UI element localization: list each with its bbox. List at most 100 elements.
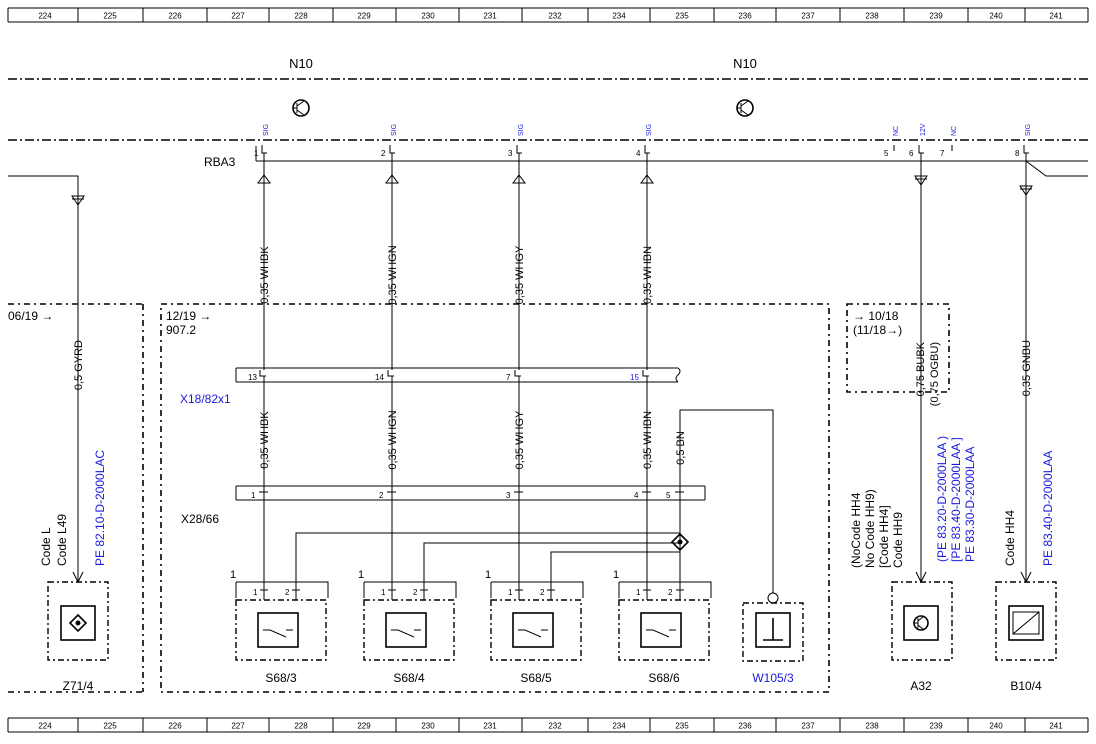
switch-group-label: 1 (485, 569, 491, 581)
grid-col-label: 227 (231, 12, 245, 21)
grid-col-label: 239 (929, 722, 943, 731)
grid-col-label: 231 (483, 12, 497, 21)
switch-s68-5: 1 1 2 S68/5 (485, 569, 584, 685)
pin-tag: NC (951, 126, 958, 136)
pin-number: 5 (884, 149, 889, 158)
n10-label-right: N10 (733, 56, 757, 71)
right-region: → 10/18 (11/18→) 0,75 BUBK (0,75 OGBU) (… (846, 160, 1088, 693)
grid-col-label: 235 (675, 12, 689, 21)
grid-col-label: 226 (168, 722, 182, 731)
switch-group-label: 1 (358, 569, 364, 581)
grid-col-label: 240 (989, 722, 1003, 731)
grid-col-label: 241 (1049, 12, 1063, 21)
pin-number: 1 (253, 588, 258, 597)
transistor-icon (913, 615, 929, 631)
transistor-icon (736, 99, 754, 117)
switch-s68-3: 1 1 2 S68/3 (230, 569, 329, 685)
pin-tag: 12V (920, 123, 927, 136)
pe-link[interactable]: [PE 83.40-D-2000LAA ] (949, 437, 963, 562)
grid-col-label: 237 (801, 722, 815, 731)
pe-link[interactable]: PE 83.40-D-2000LAA (1041, 451, 1055, 566)
pin-number: 4 (636, 149, 641, 158)
grid-col-label: 240 (989, 12, 1003, 21)
pin-number: 2 (540, 588, 545, 597)
pin-number: 15 (630, 373, 639, 382)
pin-number: 1 (636, 588, 641, 597)
switch-group-label: 1 (613, 569, 619, 581)
component-b10-4: B10/4 (1010, 679, 1042, 693)
grid-col-label: 229 (357, 722, 371, 731)
box-right-label1: → 10/18 (853, 309, 899, 323)
left-region: 06/19 → 0,5 GYRD Code L Code L49 PE 82.1… (8, 175, 144, 693)
pin-number: 1 (508, 588, 513, 597)
wire-label: 0,35 WHBN (642, 411, 654, 469)
grid-col-label: 232 (548, 12, 562, 21)
middle-region: 12/19 → 907.2 13 14 7 15 X18/82x1 0,35 W… (160, 303, 830, 693)
grid-col-label: 237 (801, 12, 815, 21)
wire-label: 0,35 GNBU (1021, 340, 1033, 396)
pin-number: 2 (668, 588, 673, 597)
sensor-icon (1012, 611, 1040, 635)
grid-col-label: 228 (294, 12, 308, 21)
rba3-connector: RBA3 (204, 146, 1088, 169)
grid-col-label: 234 (612, 722, 626, 731)
grid-col-label: 234 (612, 12, 626, 21)
component-z71-4: Z71/4 (63, 679, 94, 693)
grid-ruler-top: 224 225 226 227 228 229 230 231 232 234 … (7, 7, 1089, 23)
grid-col-label: 236 (738, 12, 752, 21)
box-mid-label1: 12/19 → (166, 309, 211, 323)
code-label: Code HH9 (891, 512, 905, 568)
pin-number: 2 (381, 149, 386, 158)
code-label: (NoCode HH4 (849, 492, 863, 568)
pin-tag: SIG (391, 124, 398, 136)
grid-col-label: 239 (929, 12, 943, 21)
box-right-label2: (11/18→) (853, 323, 902, 337)
grid-col-label: 231 (483, 722, 497, 731)
component-label: S68/6 (648, 671, 680, 685)
pin-number: 2 (285, 588, 290, 597)
component-a32: A32 (910, 679, 932, 693)
pe-link[interactable]: PE 83.30-D-2000LAA (963, 447, 977, 562)
grid-col-label: 229 (357, 12, 371, 21)
wire-label: 0,5 GYRD (73, 340, 85, 390)
splice-icon (670, 532, 690, 552)
pin-number: 6 (909, 149, 914, 158)
diamond-icon (68, 613, 88, 633)
grid-col-label: 241 (1049, 722, 1063, 731)
pe-link[interactable]: (PE 83.20-D-2000LAA ) (935, 436, 949, 562)
grid-col-label: 238 (865, 722, 879, 731)
switch-group-label: 1 (230, 569, 236, 581)
pin-number: 3 (506, 491, 511, 500)
pin-tag: NC (893, 126, 900, 136)
x28-connector: 1 2 3 4 5 X28/66 (181, 485, 706, 526)
wire-label: 0,35 WHGN (387, 245, 399, 304)
component-w105-3[interactable]: W105/3 (752, 671, 794, 685)
pin-tags: SIG SIG SIG SIG NC 12V NC SIG (263, 123, 1032, 136)
n10-label-left: N10 (289, 56, 313, 71)
pin-tag: SIG (646, 124, 653, 136)
code-label: Code HH4 (1003, 510, 1017, 566)
pin-number: 5 (666, 491, 671, 500)
signal-wires-upper: 0,35 WHBK 0,35 WHGN 0,35 WHGY 0,35 WHBN (257, 161, 654, 370)
ground-w105-3: W105/3 (742, 592, 804, 685)
wire-label: 0,35 WHGY (514, 245, 526, 304)
pin-number: 2 (379, 491, 384, 500)
rba3-label: RBA3 (204, 155, 236, 169)
box-mid-label2: 907.2 (166, 323, 196, 337)
grid-col-label: 230 (421, 12, 435, 21)
grid-col-label: 238 (865, 12, 879, 21)
pin-number: 7 (940, 149, 945, 158)
wire-label: 0,5 BN (675, 431, 687, 465)
pin-number: 7 (506, 373, 511, 382)
grid-col-label: 225 (103, 722, 117, 731)
wire-label: 0,75 BUBK (915, 341, 927, 396)
grid-col-label: 228 (294, 722, 308, 731)
pin-tag: SIG (1025, 124, 1032, 136)
switch-s68-4: 1 1 2 S68/4 (358, 569, 457, 685)
code-label: No Code HH9) (863, 489, 877, 568)
x18-label[interactable]: X18/82x1 (180, 392, 231, 406)
wire-label: (0,75 OGBU) (929, 342, 941, 406)
transistor-icon (292, 99, 310, 117)
pe-link[interactable]: PE 82.10-D-2000LAC (93, 450, 107, 566)
